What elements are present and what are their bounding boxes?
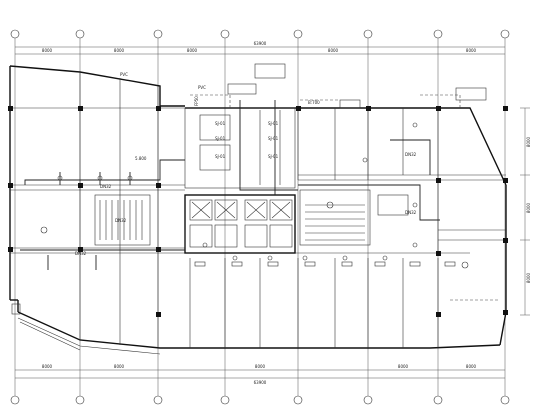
water-pipes (20, 100, 440, 270)
stairs-left (94, 194, 151, 246)
top-dim-1: 8000 (42, 48, 53, 53)
tag-pvc-1: PVC (198, 85, 206, 90)
top-dim-5: 8000 (466, 48, 477, 53)
right-dim-1: 8000 (526, 136, 531, 147)
top-dimension-lines (15, 46, 505, 55)
tag-elevation: 5.800 (135, 156, 147, 161)
bottom-edge-strips (11, 303, 161, 355)
tag-sj-6: SJ-01 (268, 154, 279, 159)
columns (8, 106, 508, 317)
bottom-dim-3: 8000 (255, 364, 266, 369)
right-rooms (297, 108, 506, 253)
upper-left-rooms (10, 72, 185, 191)
top-dimension-labels: 8000 8000 8000 8000 8000 63900 (42, 41, 477, 53)
right-dimension-lines: 8000 8000 8000 (520, 107, 531, 316)
top-dim-4: 8000 (328, 48, 339, 53)
bottom-dim-5: 8000 (466, 364, 477, 369)
tag-dn-2: DN32 (115, 218, 127, 223)
bottom-dim-2: 8000 (114, 364, 125, 369)
bottom-dimension-labels: 8000 8000 8000 8000 8000 63900 (42, 364, 477, 385)
bottom-dimension-lines (15, 369, 505, 379)
tag-sj-1: SJ-01 (215, 121, 226, 126)
lower-left-rooms (10, 190, 185, 348)
tag-sj-3: SJ-01 (215, 154, 226, 159)
tag-dn-5: DN32 (75, 251, 87, 256)
bottom-dim-4: 8000 (398, 364, 409, 369)
tag-dn-1: DN32 (100, 184, 112, 189)
top-grid-bubbles (10, 29, 510, 39)
top-dim-total: 63900 (254, 41, 267, 46)
bottom-shop-units (185, 252, 470, 348)
annotation-boxes (227, 63, 487, 109)
right-dim-3: 8000 (526, 272, 531, 283)
top-dim-2: 8000 (114, 48, 125, 53)
bottom-dim-total: 63900 (254, 380, 267, 385)
pipe-tags: PVC PVC FP50 DN32 DN32 DN32 DN32 DN32 SJ… (75, 72, 417, 256)
tag-b700: B:700 (308, 100, 320, 105)
right-dim-2: 8000 (526, 202, 531, 213)
tag-sj-2: SJ-01 (215, 136, 226, 141)
outer-walls (9, 65, 507, 349)
bottom-grid-bubbles (10, 395, 510, 405)
elevator-core (184, 194, 296, 254)
top-dim-3: 8000 (187, 48, 198, 53)
tag-sj-4: SJ-01 (268, 121, 279, 126)
stairs-center (299, 189, 371, 246)
tag-fp: FP50 (194, 96, 199, 106)
tag-dn-4: DN32 (405, 210, 417, 215)
tag-pvc-2: PVC (120, 72, 128, 77)
fixtures (40, 122, 469, 269)
dashed-lines (190, 94, 500, 301)
tag-dn-3: DN32 (405, 152, 417, 157)
bottom-dim-1: 8000 (42, 364, 53, 369)
tag-sj-5: SJ-01 (268, 136, 279, 141)
